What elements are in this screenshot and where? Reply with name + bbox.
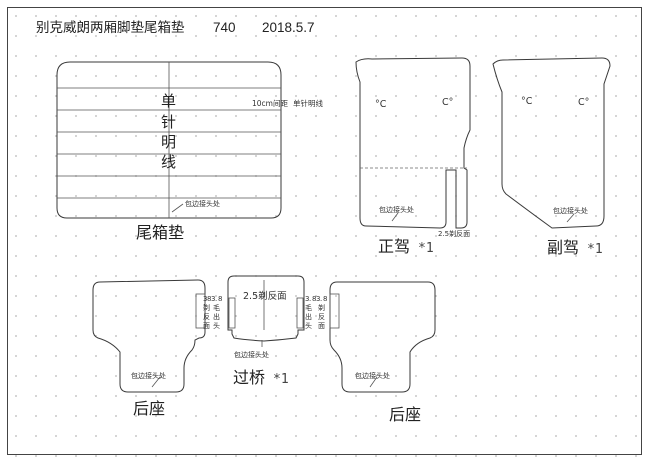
passenger-edge-arrow	[566, 213, 575, 223]
trunk-mat-outline	[56, 61, 282, 219]
stitch-char-2: 针	[161, 113, 176, 131]
svg-text:剃: 剃	[203, 303, 210, 312]
svg-text:面: 面	[318, 322, 325, 330]
rear-right-edge-note: 包边接头处	[355, 371, 390, 380]
stitch-note: 单针明线	[293, 98, 323, 108]
sheet-title: 别克威朗两厢脚垫尾箱垫	[36, 20, 185, 35]
svg-text:3: 3	[211, 295, 215, 303]
sheet-frame	[7, 7, 642, 455]
rear-left-edge-note: 包边接头处	[131, 371, 166, 380]
svg-text:3: 3	[305, 295, 309, 303]
svg-text:8: 8	[207, 295, 211, 303]
driver-clip-left: °C	[375, 99, 387, 110]
svg-text:3: 3	[316, 295, 320, 303]
passenger-mat-qty: *1	[587, 242, 603, 257]
rear-right-mat-piece: 包边接头处 后座 3 . 8 毛 出 头 3 . 8 剃 反 面	[305, 281, 436, 424]
edge-note-arrow	[171, 203, 184, 213]
svg-text:8: 8	[312, 295, 316, 303]
stitch-char-4: 线	[161, 153, 176, 171]
bridge-label: 过桥	[233, 368, 265, 387]
driver-mat-piece: °C C° 包边接头处 2.5剃反面 正驾 *1	[355, 57, 471, 256]
bridge-piece: 2.5剃反面 包边接头处 过桥 *1	[227, 275, 305, 387]
stitch-char-3: 明	[161, 133, 176, 151]
rear-left-outline	[92, 279, 206, 393]
passenger-edge-note: 包边接头处	[553, 206, 588, 215]
rear-left-side-note-a: 3 . 8 剃 反 面	[203, 295, 211, 330]
sheet-date: 2018.5.7	[262, 20, 315, 35]
bridge-qty: *1	[273, 372, 289, 387]
svg-text:8: 8	[323, 295, 327, 303]
svg-text:.: .	[215, 295, 217, 303]
rear-left-mat-piece: 包边接头处 后座 3 . 8 剃 反 面 3 . 8 毛 出 头	[92, 279, 222, 418]
svg-text:毛: 毛	[213, 303, 220, 312]
svg-text:反: 反	[203, 312, 210, 321]
driver-mat-outline	[355, 57, 471, 229]
svg-text:毛: 毛	[305, 303, 312, 312]
passenger-mat-piece: °C C° 包边接头处 副驾 *1	[492, 57, 611, 257]
svg-text:3: 3	[203, 295, 207, 303]
bridge-top-note: 2.5剃反面	[243, 290, 287, 302]
rear-right-edge-arrow	[369, 376, 378, 388]
rear-right-outline	[329, 281, 436, 393]
bridge-notch-right	[296, 297, 304, 329]
bridge-outline	[227, 275, 305, 342]
svg-text:剃: 剃	[318, 303, 325, 312]
svg-text:头: 头	[213, 321, 220, 330]
model-code: 740	[213, 20, 236, 35]
rear-right-notch	[329, 293, 340, 329]
driver-edge-note: 包边接头处	[379, 205, 414, 214]
bridge-notch-left	[228, 297, 236, 329]
passenger-clip-right: C°	[578, 97, 589, 108]
rear-right-label: 后座	[389, 405, 421, 424]
rear-right-side-note-a: 3 . 8 毛 出 头	[305, 295, 316, 330]
driver-mat-label: 正驾	[378, 237, 410, 256]
bridge-edge-note: 包边接头处	[234, 350, 269, 359]
rear-left-edge-arrow	[151, 376, 161, 388]
rear-right-side-note-b: 3 . 8 剃 反 面	[316, 295, 327, 330]
trunk-edge-note: 包边接头处	[185, 199, 220, 208]
driver-clip-right: C°	[442, 97, 453, 108]
trunk-mat-label: 尾箱垫	[136, 223, 184, 242]
driver-mat-qty: *1	[418, 241, 434, 256]
driver-edge-arrow	[391, 212, 399, 222]
rear-left-side-note-b: 3 . 8 毛 出 头	[211, 295, 222, 330]
svg-text:出: 出	[213, 312, 220, 321]
passenger-mat-label: 副驾	[547, 238, 579, 257]
passenger-mat-outline	[492, 57, 611, 229]
trunk-mat-piece: 单 针 明 线 10cm间距 单针明线 包边接头处 尾箱垫	[56, 61, 323, 242]
svg-text:出: 出	[305, 312, 312, 321]
spacing-note: 10cm间距	[252, 99, 288, 108]
driver-cut-note: 2.5剃反面	[438, 229, 470, 238]
rear-left-notch	[195, 293, 206, 329]
svg-text:头: 头	[305, 321, 312, 330]
svg-text:.: .	[203, 299, 205, 307]
stitch-char-1: 单	[161, 92, 176, 110]
svg-text:8: 8	[218, 295, 222, 303]
rear-left-label: 后座	[133, 399, 165, 418]
svg-text:面: 面	[203, 322, 210, 330]
svg-text:.: .	[309, 295, 311, 303]
passenger-clip-left: °C	[521, 96, 533, 107]
svg-text:.: .	[320, 295, 322, 303]
svg-text:反: 反	[318, 312, 325, 321]
